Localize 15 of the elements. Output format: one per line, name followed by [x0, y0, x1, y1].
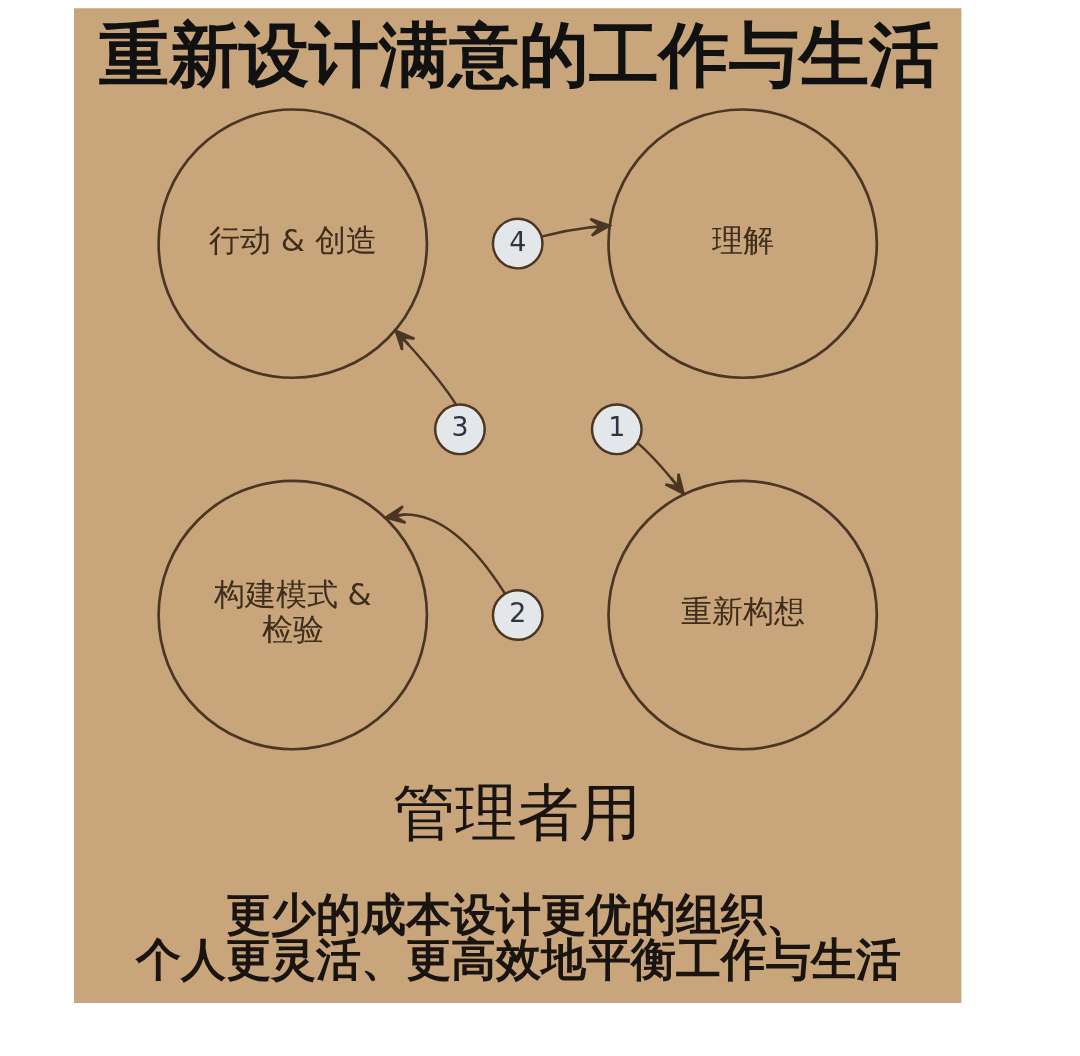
node-circle: 重新构想	[607, 479, 879, 751]
label: 管理者用	[392, 776, 641, 849]
node-circle: 1	[590, 403, 643, 456]
node-circle: 构建模式 & 检验	[157, 479, 429, 751]
label: 更少的成本设计更优的组织、个人更灵活、更高效地平衡工作与生活	[135, 888, 901, 987]
node-circle: 行动 & 创造	[157, 108, 429, 380]
arrow	[394, 329, 458, 406]
arrow	[542, 217, 611, 238]
arrow	[384, 505, 506, 595]
node-circle: 3	[433, 403, 486, 456]
diagram-title: 重新设计满意的工作与生活	[98, 13, 939, 96]
node-circle: 2	[491, 589, 544, 642]
node-circle: 4	[491, 217, 544, 270]
node-circle: 理解	[607, 108, 879, 380]
arrow	[637, 442, 685, 495]
